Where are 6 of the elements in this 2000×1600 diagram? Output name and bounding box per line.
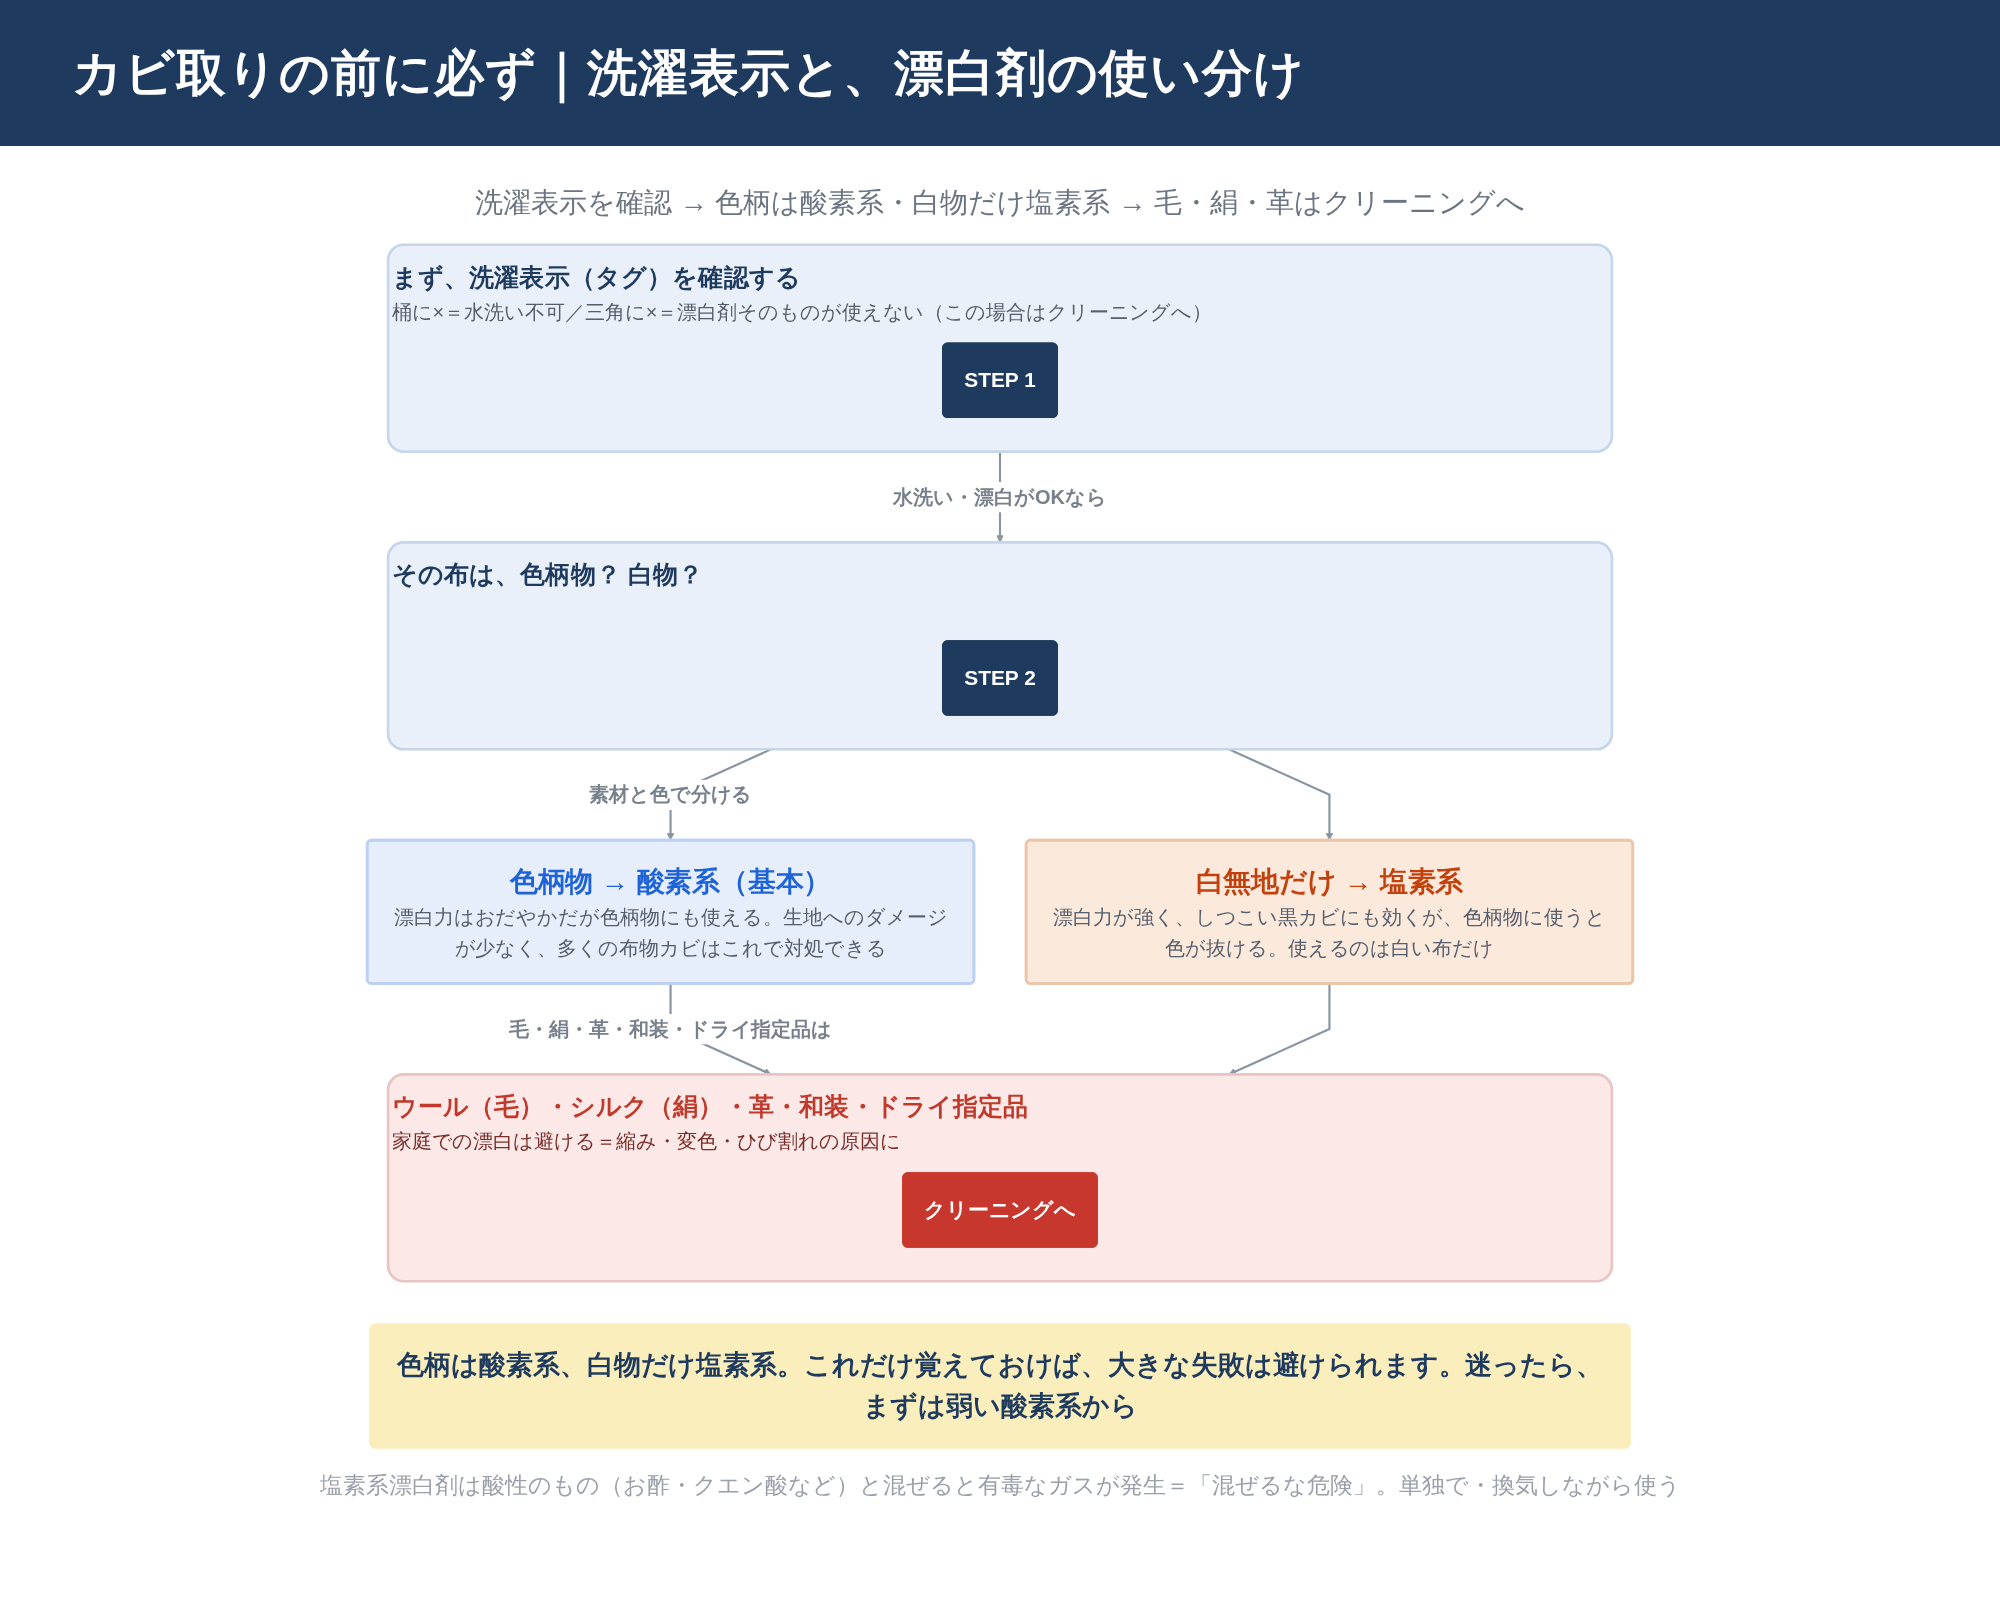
edge-label: 素材と色で分ける	[588, 783, 753, 806]
edge-label: 毛・絹・革・和装・ドライ指定品は	[508, 1017, 833, 1041]
subtitle-text: 洗濯表示を確認 → 色柄は酸素系・白物だけ塩素系 → 毛・絹・革はクリーニングへ	[474, 186, 1526, 220]
edge-label: 水洗い・漂白がOKなら	[893, 485, 1107, 509]
page-title: カビ取りの前に必ず｜洗濯表示と、漂白剤の使い分け	[72, 39, 1305, 107]
footnote-text: 塩素系漂白剤は酸性のもの（お酢・クエン酸など）と混ぜると有毒なガスが発生＝「混ぜるな危険」。単独で・換気しながら使う	[319, 1471, 1681, 1500]
